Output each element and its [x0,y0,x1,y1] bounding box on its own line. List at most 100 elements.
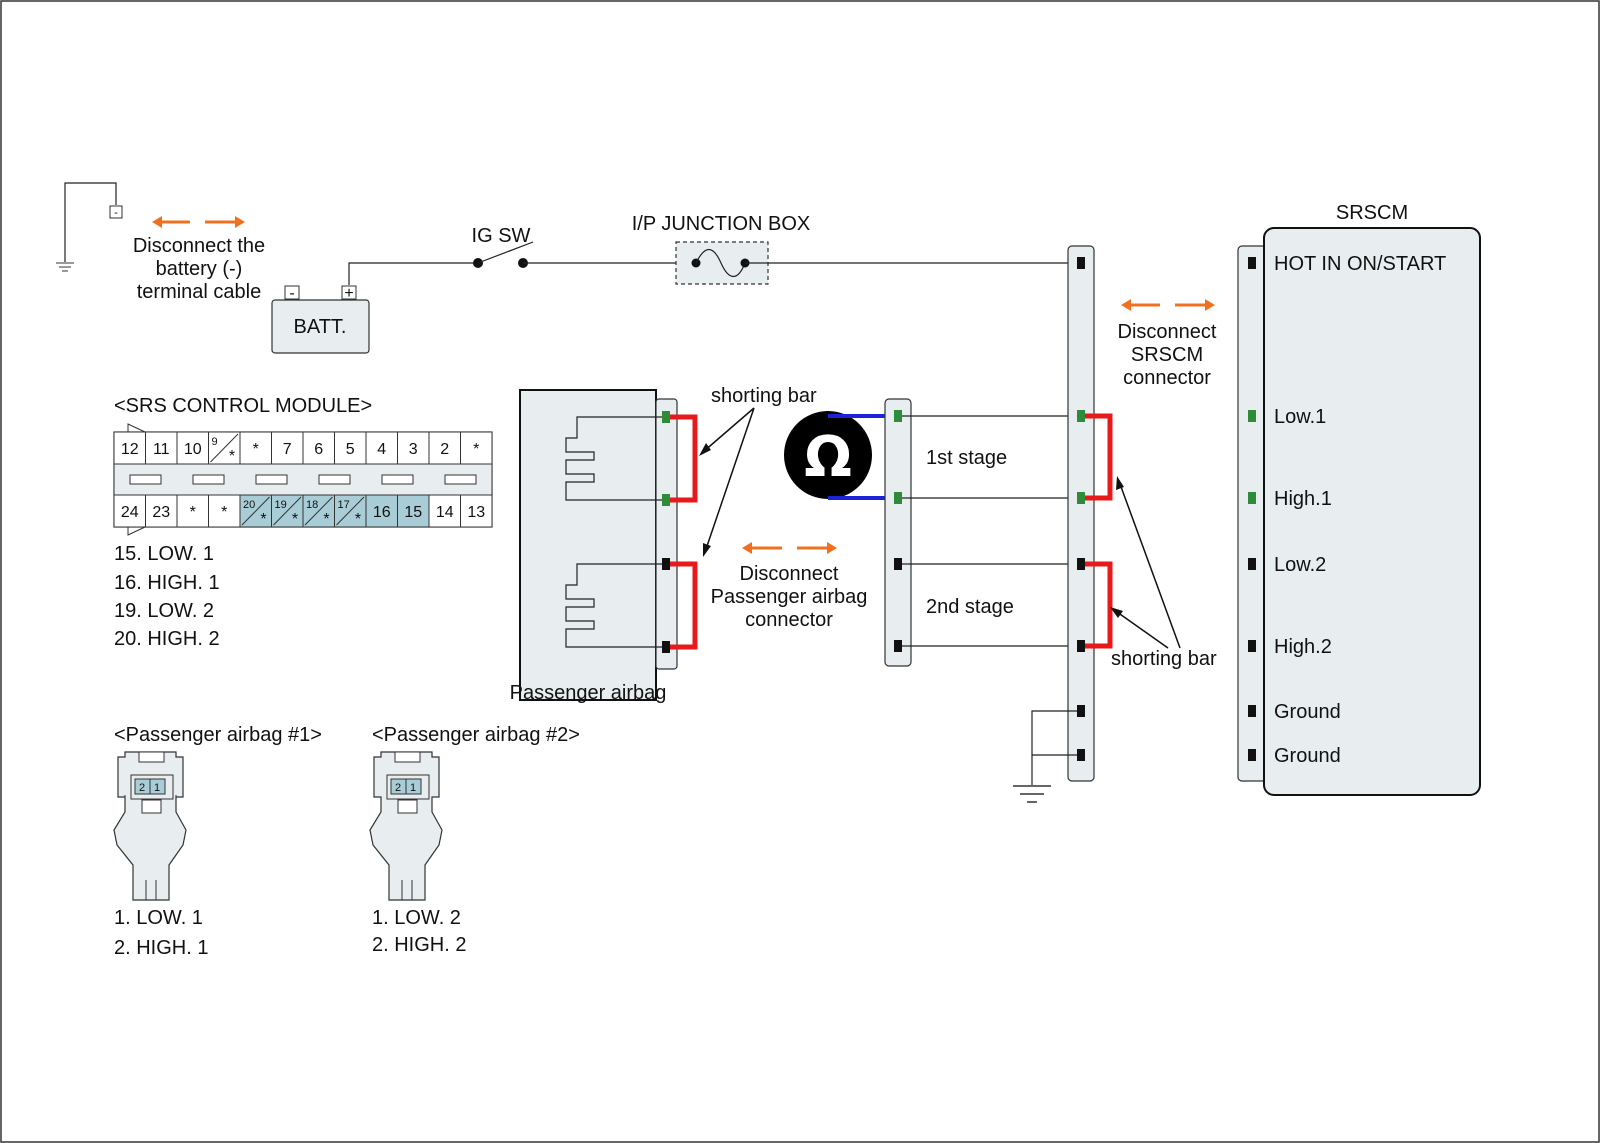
srs-module-cell-divider [304,496,333,526]
srs-module-cell-label: 24 [121,504,139,521]
battery-neg-post-label: - [289,285,294,302]
srscm-pin [1248,257,1256,269]
srs-module-cell [302,431,335,465]
connector1-detail [141,799,162,814]
pin-black [1077,640,1085,652]
srs-module-cell-label: 17 [338,499,350,511]
srs-module-cell [239,431,272,465]
srs-module-cell-label: 20 [243,499,255,511]
srs-module-latch [444,474,477,485]
connector2-title: <Passenger airbag #2> [372,724,580,746]
airbag-shorting-bar-1 [670,414,698,503]
srscm-pin [1248,640,1256,652]
srs-module-cell [113,431,146,465]
srscm-title: SRSCM [1336,202,1408,224]
battery-pos-post [341,285,357,300]
srscm-shorting-bar-2 [1085,561,1113,649]
pin-black [1077,257,1085,269]
srscm-module [1263,227,1481,796]
battery-neg-terminal-box [109,205,123,219]
srs-module-latch-row [113,463,493,496]
arrowhead [703,543,711,557]
srscm-pin-label: Low.2 [1274,554,1326,576]
srs-module-cell-label: * [253,441,259,458]
connector1-pin [149,778,166,795]
pin-green [1077,492,1085,504]
srscm-pin-label: Low.1 [1274,406,1326,428]
ohmmeter-icon [784,411,872,499]
srs-module-cell-label: 3 [409,441,418,458]
srs-module-title: <SRS CONTROL MODULE> [114,395,372,417]
srscm-pin-label: High.2 [1274,636,1332,658]
srs-module-cell-label: 2 [440,441,449,458]
pin-green [894,410,902,422]
srs-module-cell [365,431,398,465]
srs-pin-list-item: 16. HIGH. 1 [114,572,220,594]
srscm-disconnect-note: connector [1123,367,1211,389]
srs-pin-list-item: 15. LOW. 1 [114,543,214,565]
srs-module-cell-label: 7 [283,441,292,458]
airbag-disconnect-note: Passenger airbag [711,586,868,608]
connector1-pin-list-item: 2. HIGH. 1 [114,937,208,959]
connector1-pin-list-item: 1. LOW. 1 [114,907,203,929]
connector2-pin-label: 2 [395,782,401,794]
pin-black [662,558,670,570]
airbag-disconnect-note: Disconnect [740,563,839,585]
pin-green [662,494,670,506]
connector2-detail [401,880,413,900]
srs-module-cell-label: 14 [436,504,454,521]
connector2-pin [405,778,422,795]
pin-black [1077,705,1085,717]
srs-module-latch [318,474,351,485]
airbag-squib-2 [565,563,665,648]
srscm-disconnect-arrows [1121,299,1215,311]
srscm-pin-label: HOT IN ON/START [1274,253,1446,275]
srscm-disconnect-note: SRSCM [1131,344,1203,366]
arrowhead [699,443,711,456]
stage2-label: 2nd stage [926,596,1014,618]
airbag-disconnect-note: connector [745,609,833,631]
srs-module-cell-label: 5 [346,441,355,458]
pin-green [662,411,670,423]
srs-module-cell-label: 23 [152,504,170,521]
srs-pin-list-item: 19. LOW. 2 [114,600,214,622]
srscm-pins: HOT IN ON/STARTLow.1High.1Low.2High.2Gro… [1248,253,1446,767]
srs-module-cell [365,494,398,528]
srs-module-latch [192,474,225,485]
ig-switch-blade [477,241,534,264]
connector2-latch [394,751,421,763]
airbag-squib-1 [565,416,665,501]
srscm-harness-connector [1067,245,1095,782]
leader-line [705,407,755,550]
srs-module-cell-divider [273,496,302,526]
srs-module-cell-label: 19 [275,499,287,511]
srscm-shorting-bar-label: shorting bar [1111,648,1217,670]
srs-module-cell-divider [336,496,365,526]
srscm-shorting-bar-1 [1085,413,1113,501]
pin-black [1077,749,1085,761]
passenger-airbag-2-connector: <Passenger airbag #2> 2 1 1. LOW. 2 2. H… [369,724,580,956]
srs-module-latch [381,474,414,485]
battery-disconnect-note: Disconnect the [133,235,265,257]
srs-module-cell-label: * [473,441,479,458]
ground-wires [1031,710,1077,756]
ig-switch-label: IG SW [472,225,531,247]
srs-module-cell [176,494,209,528]
srs-module-cell [271,431,304,465]
arrowhead [1116,476,1124,490]
connector2-pin-list-item: 2. HIGH. 2 [372,934,466,956]
srscm-pin [1248,492,1256,504]
srs-module-cell-label: * [190,504,196,521]
airbag-shorting-bar-2 [670,561,698,650]
srs-module-cell [460,494,493,528]
battery-label: BATT. [294,316,347,338]
pin-green [894,492,902,504]
srs-module-cell-label: 18 [306,499,318,511]
battery-disconnect-note: terminal cable [137,281,262,303]
junction-box-label: I/P JUNCTION BOX [632,213,811,235]
srs-module-cell [145,494,178,528]
arrowhead [1110,607,1123,618]
srs-module-cell [460,431,493,465]
srs-module-cell-label: 10 [184,441,202,458]
